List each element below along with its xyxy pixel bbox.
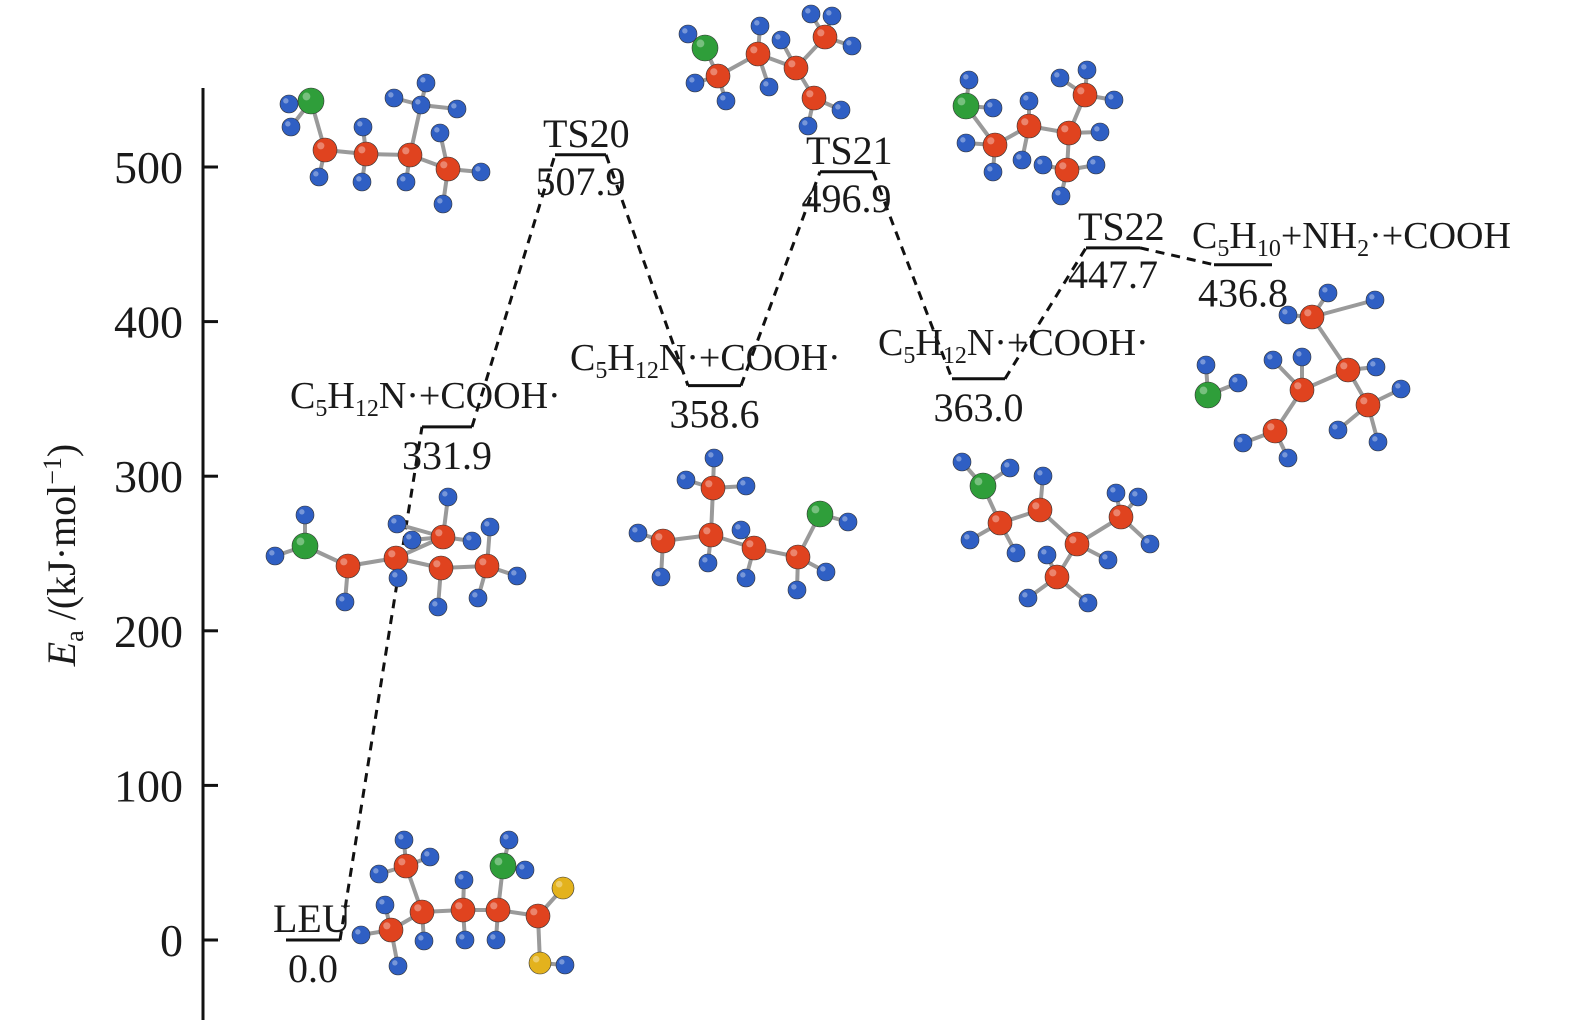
connector-TS20-INT2 xyxy=(604,154,690,387)
energy-label-INT1: 331.9 xyxy=(402,433,492,478)
state-name-TS20: TS20 xyxy=(543,111,630,156)
energy-label-INT2: 358.6 xyxy=(670,392,760,437)
molecule-ts21 xyxy=(678,4,862,136)
formula-int1: C5H12N·+COOH· xyxy=(290,375,561,422)
energy-label-TS22: 447.7 xyxy=(1068,252,1158,297)
energy-label-P: 436.8 xyxy=(1198,271,1288,316)
y-tick-label: 100 xyxy=(114,760,183,811)
molecule-structures xyxy=(265,4,1411,976)
energy-label-INT3: 363.0 xyxy=(934,385,1024,430)
molecule-int1 xyxy=(265,487,527,617)
molecule-ts22 xyxy=(952,60,1124,206)
energy-label-TS20: 507.9 xyxy=(536,159,626,204)
y-tick-label: 200 xyxy=(114,606,183,657)
connector-TS21-INT3 xyxy=(871,171,954,380)
connector-LEU-INT1 xyxy=(338,426,424,941)
y-axis-ticks: 0 100 200 300 400 500 xyxy=(114,142,218,966)
molecule-int2 xyxy=(628,448,858,600)
y-tick-label: 400 xyxy=(114,297,183,348)
connector-INT3-TS22 xyxy=(1003,247,1088,380)
molecule-ts20 xyxy=(279,73,491,214)
y-tick-label: 0 xyxy=(160,915,183,966)
energy-label-LEU: 0.0 xyxy=(288,946,338,991)
molecule-product xyxy=(1194,283,1411,468)
y-tick-label: 500 xyxy=(114,142,183,193)
state-name-TS21: TS21 xyxy=(806,128,893,173)
connectors xyxy=(338,154,1215,941)
state-name-LEU: LEU xyxy=(273,896,351,941)
connector-TS22-P xyxy=(1139,246,1215,267)
formula-product: C5H10+NH2·+COOH xyxy=(1192,215,1511,262)
molecule-int3 xyxy=(952,452,1160,613)
state-name-TS22: TS22 xyxy=(1078,204,1165,249)
formula-int3: C5H12N·+COOH· xyxy=(878,322,1149,369)
y-axis-title: Ea /(kJ·mol−1) xyxy=(38,444,89,668)
connector-INT2-TS21 xyxy=(739,171,822,387)
molecule-leu xyxy=(351,830,575,976)
formula-int2: C5H12N·+COOH· xyxy=(570,337,841,384)
energy-label-TS21: 496.9 xyxy=(802,176,892,221)
y-tick-label: 300 xyxy=(114,451,183,502)
